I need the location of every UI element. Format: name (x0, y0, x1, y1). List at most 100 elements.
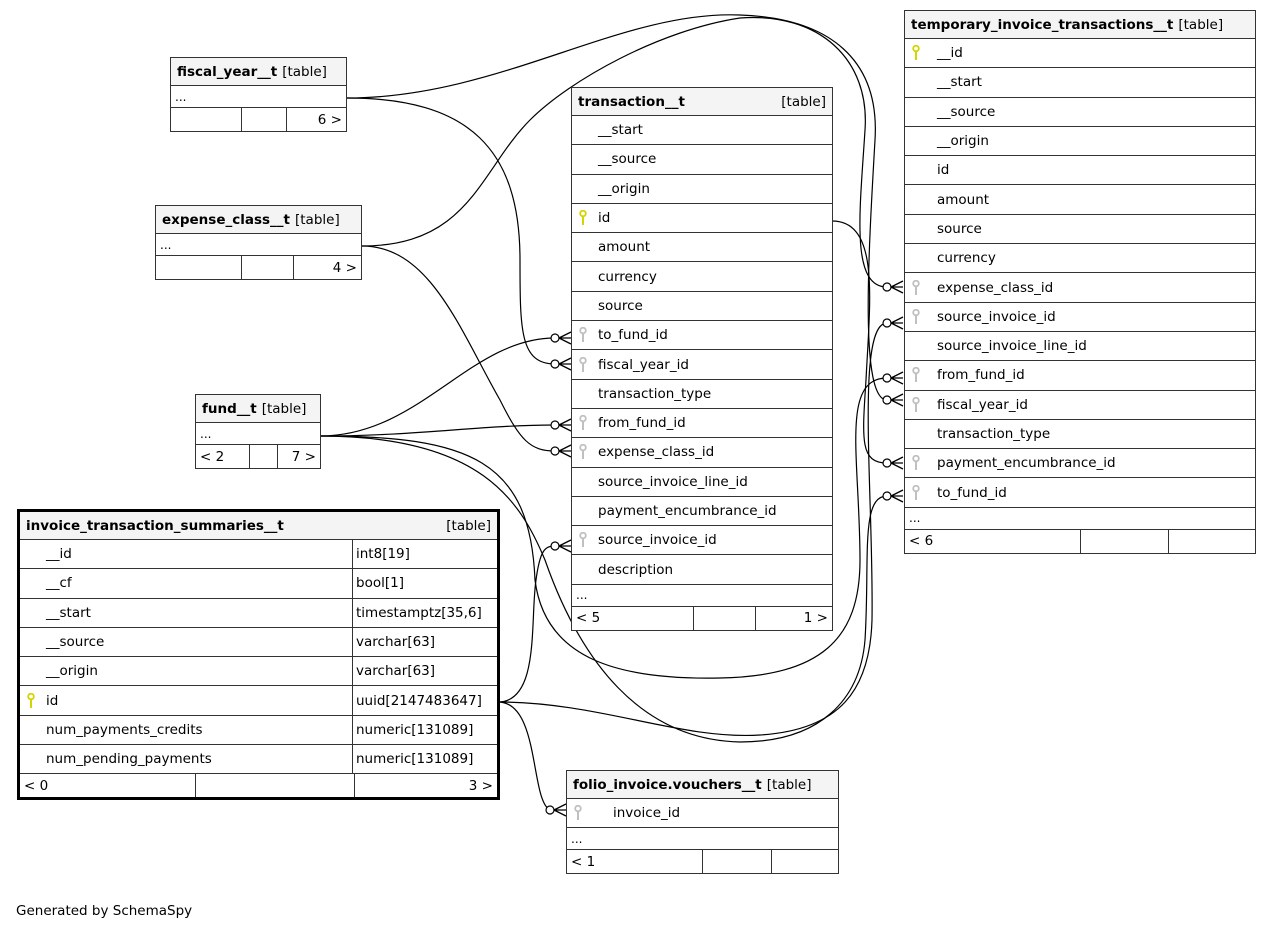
ellipsis-row: ... (567, 828, 838, 851)
column-name: source_invoice_id (937, 308, 1056, 325)
edge-end-temp-fiscal-year-id (882, 395, 892, 405)
table-transaction[interactable]: transaction__t [table] __start __source__… (571, 87, 833, 631)
crows-foot-marker (553, 803, 567, 817)
column-row[interactable]: __source (905, 98, 1255, 127)
column-row[interactable]: currency (572, 262, 832, 292)
edge-end-temp-payment-encumbrance-id (882, 458, 892, 468)
footer-parents: < 1 (571, 853, 596, 870)
footer-children (1168, 529, 1255, 553)
foreign-key-icon (905, 308, 927, 325)
column-type: numeric[131089] (352, 745, 497, 774)
ellipsis-row: ... (572, 585, 832, 607)
edge-end-transaction-fiscal-year-id (550, 359, 560, 369)
column-row[interactable]: __start (572, 116, 832, 146)
crows-foot-marker (890, 489, 904, 503)
column-row[interactable]: from_fund_id (905, 361, 1255, 391)
table-invoice-transaction-summaries[interactable]: invoice_transaction_summaries__t [table]… (17, 509, 500, 801)
column-row[interactable]: fiscal_year_id (572, 350, 832, 380)
foreign-key-icon (567, 805, 589, 821)
column-name: __id (46, 546, 72, 563)
column-row[interactable]: description (572, 555, 832, 585)
column-row[interactable]: fiscal_year_id (905, 391, 1255, 420)
foreign-key-icon (905, 367, 927, 383)
column-row[interactable]: source (572, 292, 832, 322)
column-row[interactable]: transaction_type (905, 420, 1255, 450)
edge-end-transaction-expense-class-id (550, 446, 560, 456)
column-name: to_fund_id (598, 327, 668, 344)
footer-children (771, 850, 838, 874)
column-type: int8[19] (352, 540, 497, 569)
table-footer: 4 > (156, 256, 361, 279)
column-row[interactable]: source_invoice_line_id (905, 332, 1255, 362)
crows-foot-marker (558, 539, 572, 553)
table-vouchers[interactable]: folio_invoice.vouchers__t[table] invoice… (566, 770, 839, 875)
column-row[interactable]: expense_class_id (572, 438, 832, 468)
primary-key-icon (905, 45, 927, 61)
column-row[interactable]: amount (905, 185, 1255, 215)
column-row[interactable]: source_invoice_id (905, 303, 1255, 332)
edge-summaries-to-vouchers (497, 701, 551, 811)
table-header: transaction__t [table] (572, 88, 832, 116)
column-row[interactable]: __id int8[19] (20, 540, 497, 570)
column-row[interactable]: id (905, 156, 1255, 186)
foreign-key-icon (905, 484, 927, 501)
column-row[interactable]: id (572, 204, 832, 234)
table-footer: 6 > (171, 108, 346, 131)
footer-middle (241, 256, 293, 279)
edge-end-temp-source-invoice-id (882, 318, 892, 328)
column-row[interactable]: __source (572, 145, 832, 175)
column-name: id (937, 162, 950, 179)
column-row[interactable]: from_fund_id (572, 409, 832, 439)
footer-parents: < 5 (576, 610, 601, 627)
table-kind: [table] (446, 517, 491, 534)
table-kind: [table] (295, 211, 340, 228)
column-row[interactable]: expense_class_id (905, 273, 1255, 303)
column-row[interactable]: source_invoice_id (572, 526, 832, 556)
footer-parents (171, 108, 241, 131)
table-fiscal-year[interactable]: fiscal_year__t[table] ... 6 > (170, 57, 347, 132)
column-row[interactable]: source (905, 215, 1255, 245)
footer-children: 6 > (286, 108, 346, 131)
table-temporary-invoice-transactions[interactable]: temporary_invoice_transactions__t[table]… (904, 10, 1256, 554)
edge-fiscal-year-to-transaction (346, 97, 556, 365)
column-row[interactable]: invoice_id (567, 799, 838, 829)
crows-foot-marker (558, 357, 572, 371)
column-row[interactable]: to_fund_id (572, 321, 832, 351)
column-name: source (937, 220, 982, 237)
column-name: source_invoice_line_id (937, 338, 1087, 355)
column-row[interactable]: currency (905, 244, 1255, 274)
edge-summaries-to-transaction (497, 545, 556, 703)
table-name: temporary_invoice_transactions__t (911, 16, 1174, 33)
column-name: __start (598, 122, 643, 139)
column-row[interactable]: __id (905, 39, 1255, 69)
table-fund[interactable]: fund__t[table] ... < 2 7 > (195, 394, 321, 469)
table-expense-class[interactable]: expense_class__t[table] ... 4 > (155, 205, 362, 280)
column-name: invoice_id (613, 805, 681, 822)
column-row[interactable]: transaction_type (572, 380, 832, 409)
column-row[interactable]: num_pending_payments numeric[131089] (20, 745, 497, 775)
column-row[interactable]: __origin (572, 175, 832, 204)
column-row[interactable]: amount (572, 233, 832, 263)
column-row[interactable]: __origin (905, 127, 1255, 157)
table-name: folio_invoice.vouchers__t (573, 776, 762, 793)
footer-middle (249, 445, 277, 468)
table-header: invoice_transaction_summaries__t [table] (20, 512, 497, 540)
column-name: __id (937, 45, 963, 62)
column-row[interactable]: source_invoice_line_id (572, 468, 832, 497)
column-name: num_pending_payments (46, 751, 212, 768)
column-row[interactable]: payment_encumbrance_id (905, 449, 1255, 479)
footer-middle (693, 606, 755, 630)
column-row[interactable]: __start (905, 68, 1255, 98)
column-row[interactable]: to_fund_id (905, 478, 1255, 508)
column-row[interactable]: payment_encumbrance_id (572, 497, 832, 527)
edge-fund-to-transaction-from-fund (319, 424, 556, 437)
column-name: description (598, 561, 674, 578)
column-name: source_invoice_line_id (598, 473, 748, 490)
